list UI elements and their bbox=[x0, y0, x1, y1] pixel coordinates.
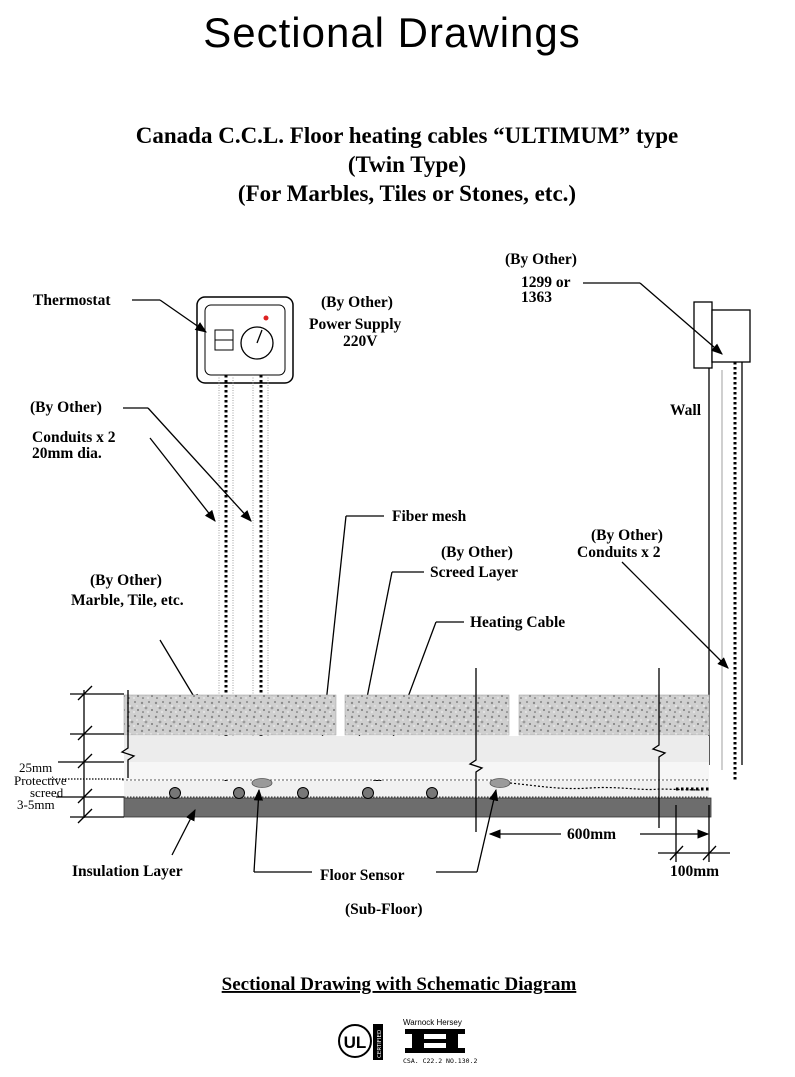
thermostat-icon bbox=[196, 296, 294, 384]
box-model-1299-label: 1299 or bbox=[521, 274, 571, 291]
dim-25mm-label: 25mm bbox=[19, 760, 52, 775]
insulation-layer bbox=[123, 797, 712, 818]
dim-100mm bbox=[658, 845, 730, 861]
warnock-hersey-logo: Warnock Hersey CSA. C22.2 NO.130.2 bbox=[403, 1018, 477, 1065]
protective-screed-layer bbox=[124, 762, 709, 780]
dim-100mm-label: 100mm bbox=[670, 863, 719, 880]
thermostat-label: Thermostat bbox=[33, 292, 111, 309]
figure-caption: Sectional Drawing with Schematic Diagram bbox=[222, 974, 577, 995]
sensor-lead bbox=[509, 782, 701, 791]
power-supply-label: Power Supply bbox=[309, 316, 402, 333]
svg-text:CERTIFIED: CERTIFIED bbox=[377, 1030, 383, 1058]
screed-layer-label: Screed Layer bbox=[430, 564, 518, 581]
product-usage: (For Marbles, Tiles or Stones, etc.) bbox=[238, 181, 576, 206]
adhesive-layer bbox=[124, 736, 709, 762]
svg-text:UL: UL bbox=[344, 1033, 367, 1052]
marble-tile-label: Marble, Tile, etc. bbox=[71, 592, 184, 609]
power-by-other-label: (By Other) bbox=[321, 294, 393, 311]
heating-cable-label: Heating Cable bbox=[470, 614, 565, 631]
conduits-right-by-other-label: (By Other) bbox=[591, 527, 663, 544]
screed-by-other-label: (By Other) bbox=[441, 544, 513, 561]
screed-label: screed bbox=[30, 785, 64, 800]
box-by-other-label: (By Other) bbox=[505, 251, 577, 268]
floor-sensor-icon bbox=[251, 778, 511, 788]
conduits-left-label: Conduits x 2 bbox=[32, 429, 116, 446]
voltage-label: 220V bbox=[343, 333, 378, 350]
svg-text:CSA. C22.2 NO.130.2: CSA. C22.2 NO.130.2 bbox=[403, 1057, 477, 1065]
conduits-right-label: Conduits x 2 bbox=[577, 544, 661, 561]
conduits-diameter-label: 20mm dia. bbox=[32, 445, 102, 462]
product-title: Canada C.C.L. Floor heating cables “ULTI… bbox=[136, 123, 678, 148]
dim-600mm-label: 600mm bbox=[567, 826, 616, 843]
tile-layer bbox=[123, 694, 710, 736]
page-title: Sectional Drawings bbox=[203, 9, 581, 56]
svg-text:Warnock Hersey: Warnock Hersey bbox=[403, 1018, 462, 1027]
left-dimension-ticks bbox=[50, 685, 124, 824]
marble-by-other-label: (By Other) bbox=[90, 572, 162, 589]
conduits-left-by-other-label: (By Other) bbox=[30, 399, 102, 416]
heating-cable-sections bbox=[169, 787, 438, 799]
ul-certified-logo: UL CERTIFIED bbox=[338, 1024, 383, 1060]
fiber-mesh-label: Fiber mesh bbox=[392, 508, 467, 525]
cable-bed-layer bbox=[124, 781, 709, 797]
wall-label: Wall bbox=[670, 402, 702, 419]
protective-label: Protective bbox=[14, 773, 67, 788]
box-model-1363-label: 1363 bbox=[521, 289, 552, 306]
floor-sensor-label: Floor Sensor bbox=[320, 867, 405, 884]
wall bbox=[708, 362, 743, 780]
dim-3-5mm-label: 3-5mm bbox=[17, 797, 55, 812]
insulation-layer-label: Insulation Layer bbox=[72, 863, 183, 880]
wall-junction-box-icon bbox=[693, 301, 751, 369]
product-type: (Twin Type) bbox=[348, 152, 466, 177]
sub-floor-label: (Sub-Floor) bbox=[345, 901, 423, 918]
break-lines bbox=[120, 668, 667, 832]
